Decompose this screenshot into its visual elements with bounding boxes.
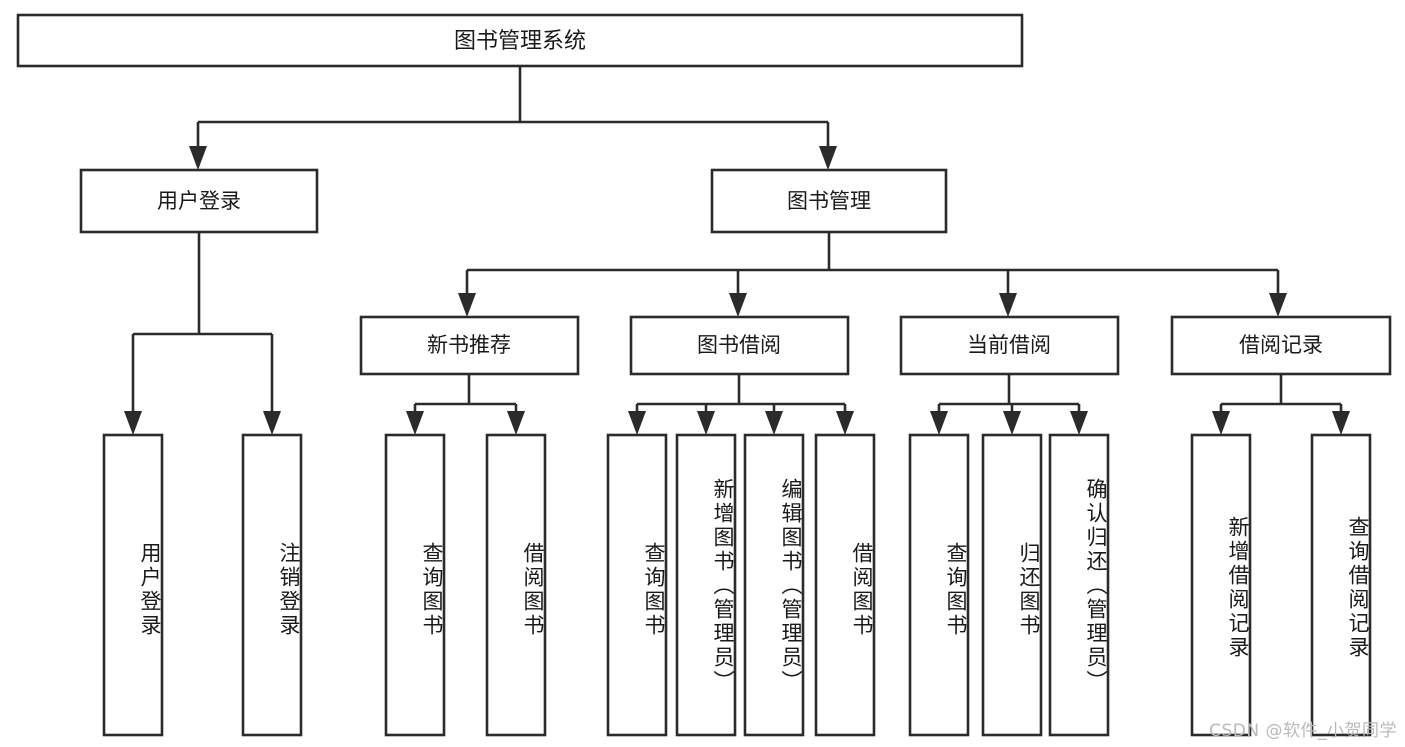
arrow-head-book-mgmt bbox=[819, 146, 837, 170]
arrow-head-bb-add-book bbox=[697, 411, 715, 435]
connector-group-book-mgmt bbox=[458, 232, 1287, 317]
node-borrow-record[interactable]: 借阅记录 bbox=[1170, 315, 1392, 376]
node-user-login[interactable]: 用户登录 bbox=[79, 168, 319, 234]
leaf-box-cb-query-book[interactable] bbox=[908, 433, 970, 737]
arrow-head-current-borrow bbox=[999, 293, 1017, 317]
node-borrow-record-box[interactable] bbox=[1170, 315, 1392, 376]
arrow-head-br-query-record bbox=[1332, 411, 1350, 435]
node-new-book-recommend[interactable]: 新书推荐 bbox=[359, 315, 580, 376]
node-root-label: 图书管理系统 bbox=[454, 29, 586, 54]
leaf-box-cb-confirm-return[interactable] bbox=[1048, 433, 1110, 737]
node-book-management-label: 图书管理 bbox=[787, 189, 871, 213]
arrow-head-br-add-record bbox=[1212, 411, 1230, 435]
leaf-box-cb-return-book[interactable] bbox=[981, 433, 1043, 737]
arrow-head-bb-borrow-book bbox=[836, 411, 854, 435]
node-user-login-label: 用户登录 bbox=[157, 189, 241, 213]
arrow-head-new-book-rec bbox=[458, 293, 476, 317]
arrow-head-bb-query-book bbox=[628, 411, 646, 435]
arrow-head-nbr-query-book bbox=[406, 411, 424, 435]
node-user-login-box[interactable] bbox=[79, 168, 319, 234]
leaf-box-bb-edit-book[interactable] bbox=[743, 433, 805, 737]
arrow-head-book-borrow bbox=[729, 293, 747, 317]
leaf-box-br-add-record[interactable] bbox=[1190, 433, 1252, 737]
connector-group-user-login bbox=[124, 232, 281, 435]
arrow-head-leaf-logout bbox=[263, 411, 281, 435]
leaf-box-nbr-query-book[interactable] bbox=[384, 433, 446, 737]
node-new-book-recommend-box[interactable] bbox=[359, 315, 580, 376]
node-borrow-record-label: 借阅记录 bbox=[1239, 333, 1323, 357]
connector-group-book-borrow bbox=[628, 374, 854, 435]
connector-group-current-borrow bbox=[930, 374, 1088, 435]
arrow-head-cb-return-book bbox=[1003, 411, 1021, 435]
leaf-box-br-query-record[interactable] bbox=[1310, 433, 1372, 737]
node-book-management[interactable]: 图书管理 bbox=[710, 168, 948, 234]
node-root-box[interactable] bbox=[16, 13, 1024, 68]
connector-group-borrow-record bbox=[1212, 374, 1350, 435]
connector-group-root bbox=[189, 66, 837, 170]
arrow-head-cb-confirm-return bbox=[1070, 411, 1088, 435]
leaf-box-bb-query-book[interactable] bbox=[606, 433, 668, 737]
node-book-borrow[interactable]: 图书借阅 bbox=[629, 315, 850, 376]
arrow-head-bb-edit-book bbox=[765, 411, 783, 435]
arrow-head-cb-query-book bbox=[930, 411, 948, 435]
leaf-box-bb-borrow-book[interactable] bbox=[814, 433, 876, 737]
node-current-borrow-label: 当前借阅 bbox=[967, 333, 1051, 357]
arrow-head-user-login bbox=[189, 146, 207, 170]
node-book-borrow-box[interactable] bbox=[629, 315, 850, 376]
node-book-management-box[interactable] bbox=[710, 168, 948, 234]
node-current-borrow[interactable]: 当前借阅 bbox=[899, 315, 1120, 376]
arrow-head-borrow-record bbox=[1269, 293, 1287, 317]
connector-group-new-book-rec bbox=[406, 374, 525, 435]
arrow-head-leaf-user-login bbox=[124, 411, 142, 435]
watermark-label: CSDN @软件_小贺同学 bbox=[1209, 721, 1397, 741]
arrow-head-nbr-borrow-book bbox=[507, 411, 525, 435]
node-book-borrow-label: 图书借阅 bbox=[697, 333, 781, 357]
leaf-box-logout[interactable] bbox=[241, 433, 303, 737]
leaf-box-user-login[interactable] bbox=[102, 433, 164, 737]
node-current-borrow-box[interactable] bbox=[899, 315, 1120, 376]
node-root[interactable]: 图书管理系统 bbox=[16, 13, 1024, 68]
leaf-box-nbr-borrow-book[interactable] bbox=[485, 433, 547, 737]
leaf-box-bb-add-book[interactable] bbox=[675, 433, 737, 737]
node-new-book-recommend-label: 新书推荐 bbox=[427, 333, 511, 357]
